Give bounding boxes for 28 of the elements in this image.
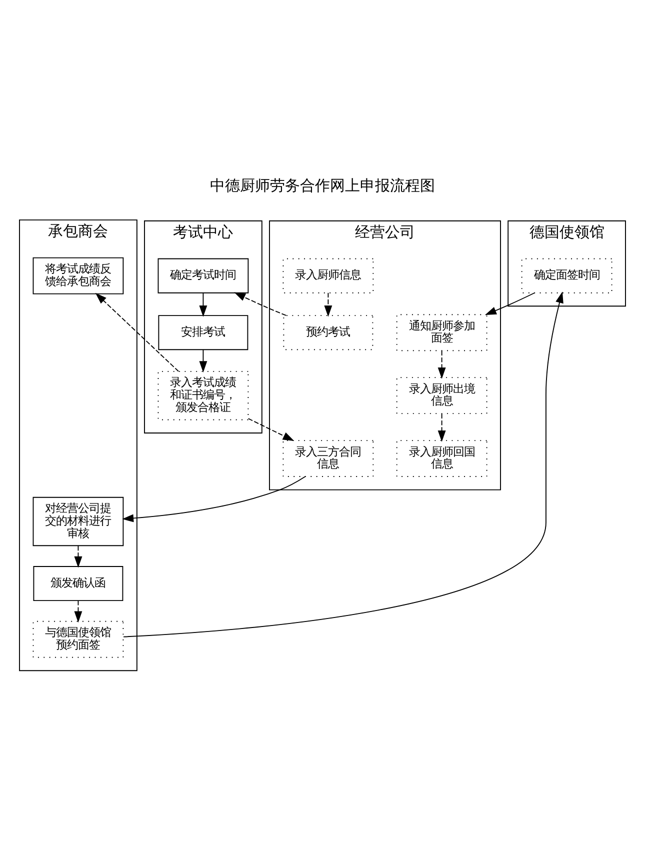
diagram-title: 中德厨师劳务合作网上申报流程图 (210, 176, 435, 195)
arrow (95, 292, 180, 372)
node-box: 录入考试成绩和证书编号，颁发合格证 (158, 370, 249, 420)
node-box: 颁发确认函 (33, 566, 124, 602)
arrow (438, 350, 446, 379)
node-box: 录入三方合同信息 (282, 440, 374, 477)
node-box: 通知厨师参加面签 (396, 314, 488, 352)
node-box: 录入厨师出境信息 (396, 377, 488, 414)
node-box: 录入厨师信息 (282, 258, 374, 294)
node-box: 预约考试 (283, 315, 374, 350)
node-box: 对经营公司提交的材料进行审核 (32, 496, 124, 546)
node-box: 与德国使领馆预约面签 (32, 620, 124, 658)
node-box: 将考试成绩反馈给承包商会 (32, 257, 124, 294)
node-box: 确定考试时间 (158, 258, 249, 294)
arrow (324, 292, 332, 317)
arrow (123, 292, 564, 638)
arrow (438, 413, 446, 442)
node-box: 确定面签时间 (521, 258, 612, 294)
arrow (234, 292, 287, 316)
node-box: 安排考试 (158, 315, 248, 350)
arrow (248, 418, 294, 441)
node-box: 录入厨师回国信息 (396, 440, 488, 477)
arrow (199, 349, 208, 373)
arrow (122, 476, 306, 522)
arrow (199, 292, 208, 317)
arrow (485, 292, 536, 316)
arrow (74, 600, 82, 623)
arrow (74, 545, 82, 568)
